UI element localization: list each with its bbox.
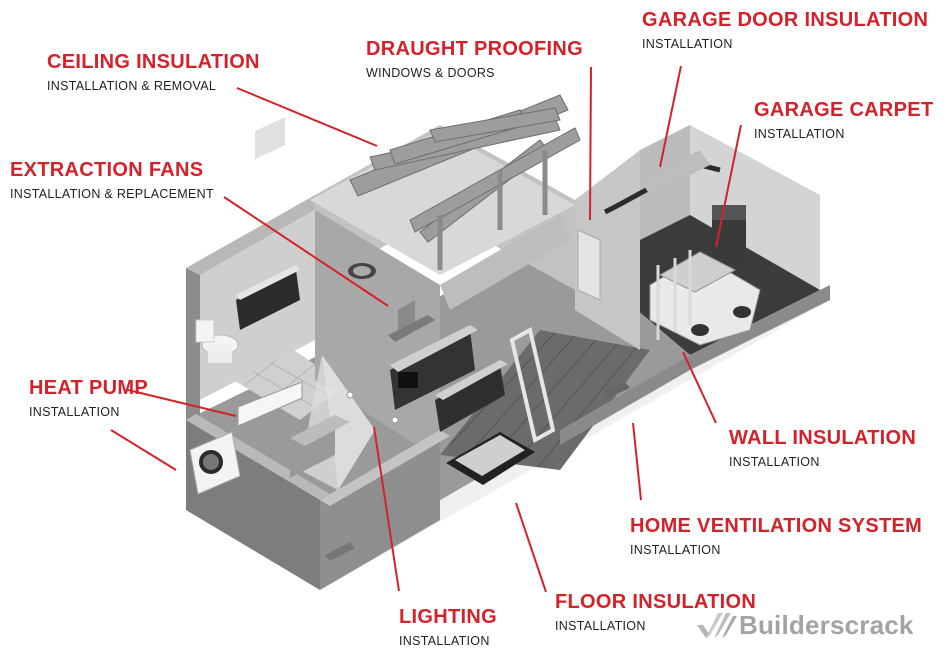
leader-garage-carpet [715,124,742,248]
leader-wall-insulation [682,351,717,424]
leader-extraction-fans [223,196,389,307]
callout-subtitle: INSTALLATION [729,455,820,469]
callout-draught-proofing: DRAUGHT PROOFING WINDOWS & DOORS [366,38,583,80]
callout-garage-door-insulation: GARAGE DOOR INSULATION INSTALLATION [642,9,928,51]
callout-extraction-fans: EXTRACTION FANS INSTALLATION & REPLACEME… [10,159,214,201]
callout-subtitle: INSTALLATION [754,127,845,141]
callout-subtitle: INSTALLATION & REMOVAL [47,79,217,93]
callout-floor-insulation: FLOOR INSULATION INSTALLATION [555,591,756,633]
callout-ceiling-insulation: CEILING INSULATION INSTALLATION & REMOVA… [47,51,260,93]
callout-wall-insulation: WALL INSULATION INSTALLATION [729,427,916,469]
callout-title: LIGHTING [399,606,497,628]
callout-subtitle: INSTALLATION [555,619,646,633]
leader-draught-proofing [589,66,592,221]
callout-subtitle: INSTALLATION [630,543,721,557]
leader-home-ventilation [632,422,642,501]
callout-subtitle: INSTALLATION [642,37,733,51]
leader-ceiling-insulation [236,87,378,147]
leader-lighting [373,426,400,592]
callout-subtitle: WINDOWS & DOORS [366,66,495,80]
callout-home-ventilation-system: HOME VENTILATION SYSTEM INSTALLATION [630,515,922,557]
builderscrack-logo-icon [697,613,737,638]
callout-heat-pump: HEAT PUMP INSTALLATION [29,377,148,419]
callout-title: CEILING INSULATION [47,51,260,73]
callout-title: EXTRACTION FANS [10,159,204,181]
callout-subtitle: INSTALLATION [29,405,120,419]
callout-title: FLOOR INSULATION [555,591,757,613]
callout-title: WALL INSULATION [729,427,917,449]
callout-title: GARAGE CARPET [754,99,934,121]
callout-title: DRAUGHT PROOFING [366,38,584,60]
builderscrack-watermark: Builderscrack [697,610,914,640]
leader-floor-insulation [515,502,547,593]
callout-subtitle: INSTALLATION & REPLACEMENT [10,187,214,201]
callout-garage-carpet: GARAGE CARPET INSTALLATION [754,99,933,141]
callout-lighting: LIGHTING INSTALLATION [399,606,497,648]
leader-heat-pump [127,389,237,417]
leader-garage-door-insulation [659,65,682,168]
callout-subtitle: INSTALLATION [399,634,490,648]
callout-title: HEAT PUMP [29,377,148,399]
callout-title: GARAGE DOOR INSULATION [642,9,929,31]
leader-heat-pump-outdoor [110,429,177,471]
brand-name: Builderscrack [739,609,914,640]
callout-title: HOME VENTILATION SYSTEM [630,515,923,537]
